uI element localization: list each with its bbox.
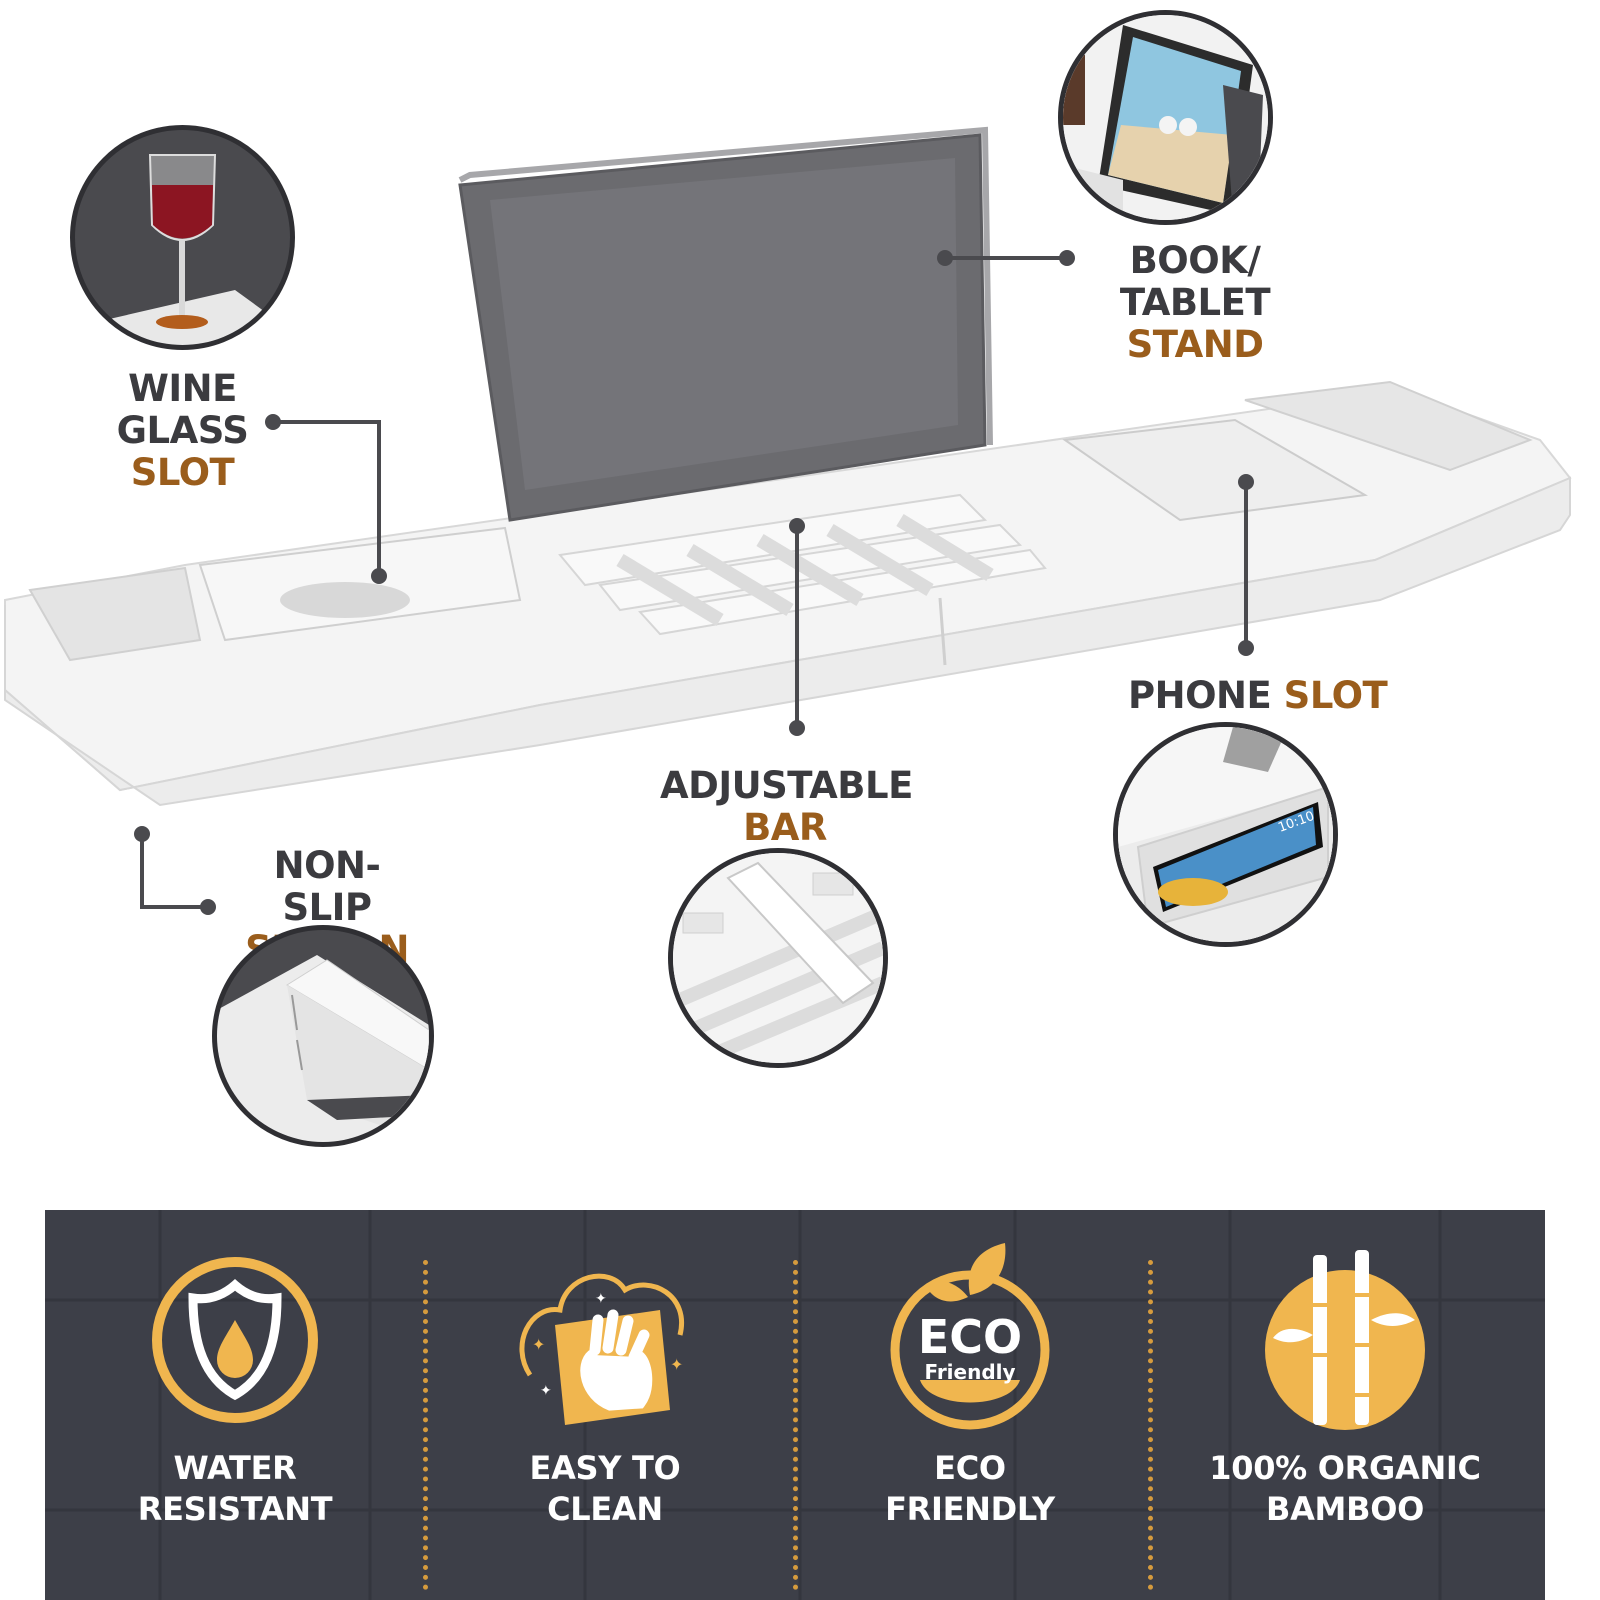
- feature-label-line: ECO: [934, 1449, 1006, 1487]
- bar-connector-dot: [789, 720, 805, 736]
- callout-line: BOOK/: [1129, 239, 1261, 282]
- feature-label: EASY TO CLEAN: [455, 1448, 755, 1530]
- feature-separator: [1148, 1260, 1153, 1590]
- features-banner: WATER RESISTANT ✦ ✦ ✦ ✦ EASY TO CLEAN EC…: [45, 1210, 1545, 1600]
- callout-accent-line: BAR: [743, 806, 827, 849]
- wine-connector-line: [377, 420, 381, 578]
- feature-label-line: BAMBOO: [1266, 1490, 1424, 1528]
- feature-separator: [423, 1260, 428, 1590]
- adjustable-bar-detail-circle: [668, 848, 888, 1068]
- book-tablet-stand-label: BOOK/ TABLET STAND: [1110, 240, 1280, 366]
- book-connector-dot: [1059, 250, 1075, 266]
- adjustable-bar-label: ADJUSTABLE BAR: [660, 764, 913, 849]
- feature-label-line: 100% ORGANIC: [1209, 1449, 1481, 1487]
- nonslip-connector-line: [140, 905, 210, 909]
- callout-line: TABLET: [1119, 281, 1271, 324]
- bath-caddy-illustration: [4, 126, 1572, 807]
- callout-accent-line: SLOT: [1283, 674, 1388, 717]
- svg-text:✦: ✦: [595, 1291, 607, 1307]
- feature-eco-friendly: ECO Friendly ECO FRIENDLY: [820, 1210, 1120, 1600]
- phone-connector-dot: [1238, 640, 1254, 656]
- feature-organic-bamboo: 100% ORGANIC BAMBOO: [1185, 1210, 1505, 1600]
- callout-line: ADJUSTABLE: [660, 764, 913, 807]
- svg-text:✦: ✦: [670, 1355, 683, 1374]
- callout-accent-line: STAND: [1126, 323, 1264, 366]
- book-connector-dot: [937, 250, 953, 266]
- hand-cleaning-cloth-icon: ✦ ✦ ✦ ✦: [519, 1273, 685, 1425]
- tablet-photo-icon: [1063, 15, 1268, 220]
- nonslip-connector-line: [140, 835, 144, 907]
- feature-easy-to-clean: ✦ ✦ ✦ ✦ EASY TO CLEAN: [455, 1210, 755, 1600]
- feature-label-line: RESISTANT: [137, 1490, 333, 1528]
- nonslip-connector-dot: [200, 899, 216, 915]
- callout-line: PHONE: [1128, 674, 1272, 717]
- tablet-stand-detail-circle: [1058, 10, 1273, 225]
- eco-badge-big: ECO: [917, 1310, 1023, 1364]
- bamboo-icon: [1265, 1250, 1425, 1430]
- corner-joint-icon: [217, 955, 429, 1142]
- phone-slot-detail-circle: 10:10: [1113, 722, 1338, 947]
- callout-line: NON-SLIP: [273, 844, 381, 929]
- svg-text:✦: ✦: [532, 1335, 545, 1354]
- eco-badge-small: Friendly: [924, 1360, 1016, 1384]
- feature-label: WATER RESISTANT: [85, 1448, 385, 1530]
- phone-slot-label: PHONE SLOT: [1128, 675, 1388, 717]
- non-slip-detail-circle: [212, 925, 434, 1147]
- svg-text:✦: ✦: [540, 1383, 552, 1399]
- callout-line: WINE: [128, 367, 237, 410]
- callout-line: GLASS: [116, 409, 249, 452]
- phone-connector-dot: [1238, 474, 1254, 490]
- wine-connector-line: [274, 420, 379, 424]
- wine-glass-icon: [105, 154, 290, 345]
- wine-connector-dot: [371, 568, 387, 584]
- callout-accent-line: SLOT: [130, 451, 235, 494]
- feature-label-line: EASY TO: [529, 1449, 681, 1487]
- feature-label: ECO FRIENDLY: [820, 1448, 1120, 1530]
- shield-water-drop-icon: [152, 1257, 318, 1423]
- feature-label-line: WATER: [173, 1449, 297, 1487]
- feature-label: 100% ORGANIC BAMBOO: [1195, 1448, 1495, 1530]
- feature-label-line: FRIENDLY: [885, 1490, 1055, 1528]
- feature-water-resistant: WATER RESISTANT: [85, 1210, 385, 1600]
- wine-glass-detail-circle: [70, 125, 295, 350]
- book-connector-line: [945, 256, 1067, 260]
- phone-in-slot-icon: 10:10: [1118, 727, 1333, 942]
- feature-separator: [793, 1260, 798, 1590]
- eco-friendly-leaf-icon: [890, 1243, 1050, 1430]
- wine-glass-slot-label: WINE GLASS SLOT: [100, 368, 265, 494]
- bar-connector-dot: [789, 518, 805, 534]
- nonslip-connector-dot: [134, 826, 150, 842]
- wine-connector-dot: [265, 414, 281, 430]
- bar-connector-line: [795, 526, 799, 726]
- slat-bar-icon: [673, 853, 883, 1063]
- phone-connector-line: [1244, 482, 1248, 647]
- feature-label-line: CLEAN: [547, 1490, 663, 1528]
